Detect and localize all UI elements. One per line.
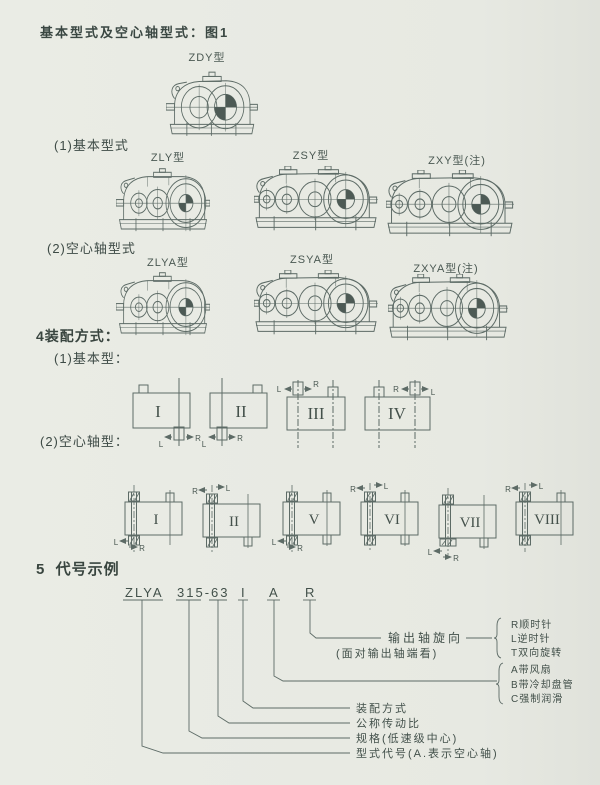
figure-label-zsya: ZSYA型	[290, 254, 334, 266]
rotation-option: L逆时针	[511, 632, 551, 645]
dir-label: L	[226, 484, 231, 493]
dir-label: L	[431, 388, 436, 397]
leader-ratio	[217, 600, 350, 724]
assembly-diagram-h2: R L II	[192, 484, 261, 552]
dir-label: R	[195, 434, 201, 443]
code-part-type: ZLYA	[125, 585, 164, 600]
assembly-diagram-h5: L R V	[272, 485, 341, 553]
figure-label-zlya: ZLYA型	[147, 257, 189, 269]
code-part-assembly: I	[241, 585, 247, 600]
gearbox-drawing-zxya	[388, 274, 508, 341]
assembly-numeral: II	[229, 514, 239, 530]
dir-label: L	[272, 538, 277, 547]
leader-rotation	[309, 600, 381, 639]
dir-label: R	[139, 544, 145, 553]
brace-rotation	[493, 617, 502, 659]
assembly-numeral: I	[155, 402, 161, 421]
gearbox-drawing-zdy	[166, 71, 258, 137]
code-example-diagram: ZLYA 315-63 I A R 输出轴旋向 (面对输出轴端看) R顺时针 L…	[123, 585, 574, 760]
figure-label-zly: ZLY型	[150, 152, 186, 164]
dir-label: R	[350, 485, 356, 494]
gearbox-drawing-zxy	[386, 170, 514, 237]
dir-label: L	[202, 440, 207, 449]
assembly-numeral: VI	[384, 512, 400, 528]
assembly-diagram-h7: L R VII	[428, 488, 497, 563]
section-hollow-types: (2)空心轴型式	[47, 241, 136, 256]
figure-label-zxya: ZXYA型(注)	[413, 263, 479, 275]
code-part-rotation: R	[305, 585, 316, 600]
figure-label-zxy: ZXY型(注)	[428, 155, 486, 167]
code-example-heading: 5 代号示例	[36, 561, 120, 578]
code-part-size-ratio: 315-63	[177, 585, 229, 600]
type-callout-label: 型式代号(A.表示空心轴)	[356, 746, 499, 760]
dir-label: R	[393, 385, 399, 394]
dir-label: L	[114, 538, 119, 547]
assembly-callout-label: 装配方式	[356, 701, 408, 715]
gearbox-drawing-zly	[116, 168, 210, 232]
assembly-heading: 4装配方式：	[36, 328, 120, 344]
gearbox-drawing-zlya	[116, 272, 210, 336]
leader-cooling	[273, 600, 497, 682]
assembly-diagram-h8: R L VIII	[505, 482, 574, 552]
assembly-diagram-3: L R III	[277, 380, 346, 448]
gearbox-drawing-zsya	[254, 270, 378, 335]
brace-cooling	[495, 662, 504, 705]
leader-type	[141, 600, 350, 754]
figure-label-zdy: ZDY型	[188, 52, 226, 64]
section-basic-types: (1)基本型式	[54, 138, 129, 153]
dir-label: L	[277, 385, 282, 394]
page-heading: 基本型式及空心轴型式：图1	[40, 25, 230, 40]
assembly-numeral: VIII	[534, 512, 560, 528]
figure-label-zsy: ZSY型	[292, 150, 330, 162]
dir-label: L	[428, 548, 433, 557]
gearbox-drawing-zsy	[254, 166, 378, 231]
cooling-option: C强制润滑	[511, 692, 563, 705]
dir-label: R	[237, 434, 243, 443]
assembly-hollow-label: (2)空心轴型：	[40, 434, 129, 449]
assembly-basic-label: (1)基本型：	[54, 351, 129, 366]
assembly-diagram-h6: R L VI	[350, 482, 419, 550]
assembly-numeral: II	[235, 402, 247, 421]
assembly-diagram-1: L R I	[132, 378, 201, 449]
assembly-numeral: III	[308, 404, 325, 423]
dir-label: R	[313, 380, 319, 389]
dir-label: R	[453, 554, 459, 563]
assembly-diagram-h1: L R I	[114, 485, 183, 553]
cooling-option: A带风扇	[511, 663, 552, 676]
dir-label: L	[539, 482, 544, 491]
dir-label: R	[192, 487, 198, 496]
assembly-numeral: V	[309, 512, 320, 528]
rotation-label: 输出轴旋向	[388, 630, 463, 645]
ratio-callout-label: 公称传动比	[356, 716, 421, 730]
assembly-hollow-diagrams: L R I R L II	[114, 482, 574, 563]
cooling-option: B带冷却盘管	[511, 678, 574, 691]
rotation-sublabel: (面对输出轴端看)	[336, 646, 438, 660]
assembly-diagram-4: R L IV	[364, 380, 436, 448]
leader-size	[188, 600, 350, 739]
assembly-numeral: VII	[460, 515, 481, 531]
assembly-numeral: IV	[388, 404, 407, 423]
size-callout-label: 规格(低速级中心)	[356, 731, 458, 745]
dir-label: L	[159, 440, 164, 449]
code-part-cooling: A	[269, 585, 280, 600]
leader-assembly	[242, 600, 350, 709]
rotation-option: R顺时针	[511, 618, 552, 631]
assembly-numeral: I	[154, 512, 159, 528]
assembly-basic-diagrams: L R I L R II	[132, 378, 436, 449]
dir-label: R	[505, 485, 511, 494]
dir-label: R	[297, 544, 303, 553]
dir-label: L	[384, 482, 389, 491]
rotation-option: T双向旋转	[511, 646, 562, 659]
assembly-diagram-2: L R II	[202, 378, 268, 449]
